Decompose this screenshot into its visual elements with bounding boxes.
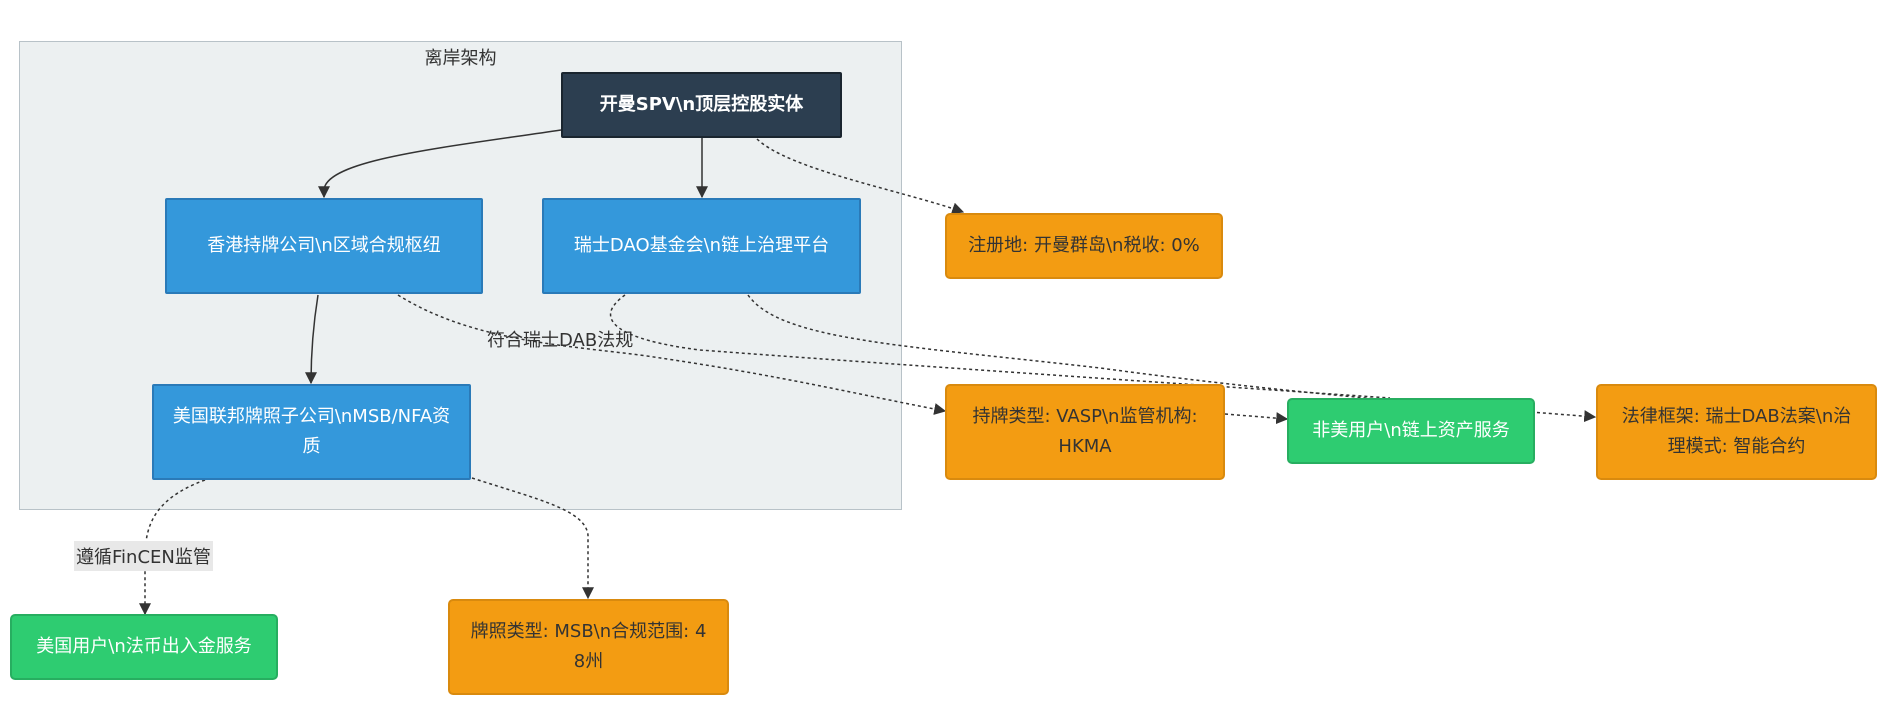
edge-dao-to-non-us xyxy=(609,294,1391,399)
edge-us-to-us-license xyxy=(471,477,594,600)
edge-label-fincen: 遵循FinCEN监管 xyxy=(74,541,213,571)
edge-label-swiss-compliance: 符合瑞士DAB法规 xyxy=(487,330,634,351)
us-licensed-subsidiary-node[interactable]: 美国联邦牌照子公司\nMSB/NFA资质 xyxy=(152,384,471,480)
swiss-dao-foundation-node[interactable]: 瑞士DAO基金会\n链上治理平台 xyxy=(542,198,861,294)
swiss-legal-framework-node[interactable]: 法律框架: 瑞士DAB法案\n治理模式: 智能合约 xyxy=(1596,384,1877,480)
cayman-spv-node[interactable]: 开曼SPV\n顶层控股实体 xyxy=(561,72,842,138)
non-us-users-node[interactable]: 非美用户\n链上资产服务 xyxy=(1287,398,1535,464)
edge-hk-to-hk-license xyxy=(397,294,947,415)
edge-spv-to-cayman-info xyxy=(756,138,965,215)
hk-license-info-node[interactable]: 持牌类型: VASP\n监管机构: HKMA xyxy=(945,384,1225,480)
edge-hk-license-to-non-us xyxy=(1224,412,1289,425)
edge-hk-to-us xyxy=(305,294,319,385)
cluster-title: 离岸架构 xyxy=(424,48,497,69)
edge-us-to-us-users xyxy=(139,479,206,616)
us-users-node[interactable]: 美国用户\n法币出入金服务 xyxy=(10,614,278,680)
edge-dao-to-swiss-legal xyxy=(747,294,1597,423)
cayman-registration-info-node[interactable]: 注册地: 开曼群岛\n税收: 0% xyxy=(945,213,1223,279)
edge-spv-to-hk xyxy=(318,129,562,199)
hk-licensed-company-node[interactable]: 香港持牌公司\n区域合规枢纽 xyxy=(165,198,483,294)
us-license-info-node[interactable]: 牌照类型: MSB\n合规范围: 48州 xyxy=(448,599,729,695)
